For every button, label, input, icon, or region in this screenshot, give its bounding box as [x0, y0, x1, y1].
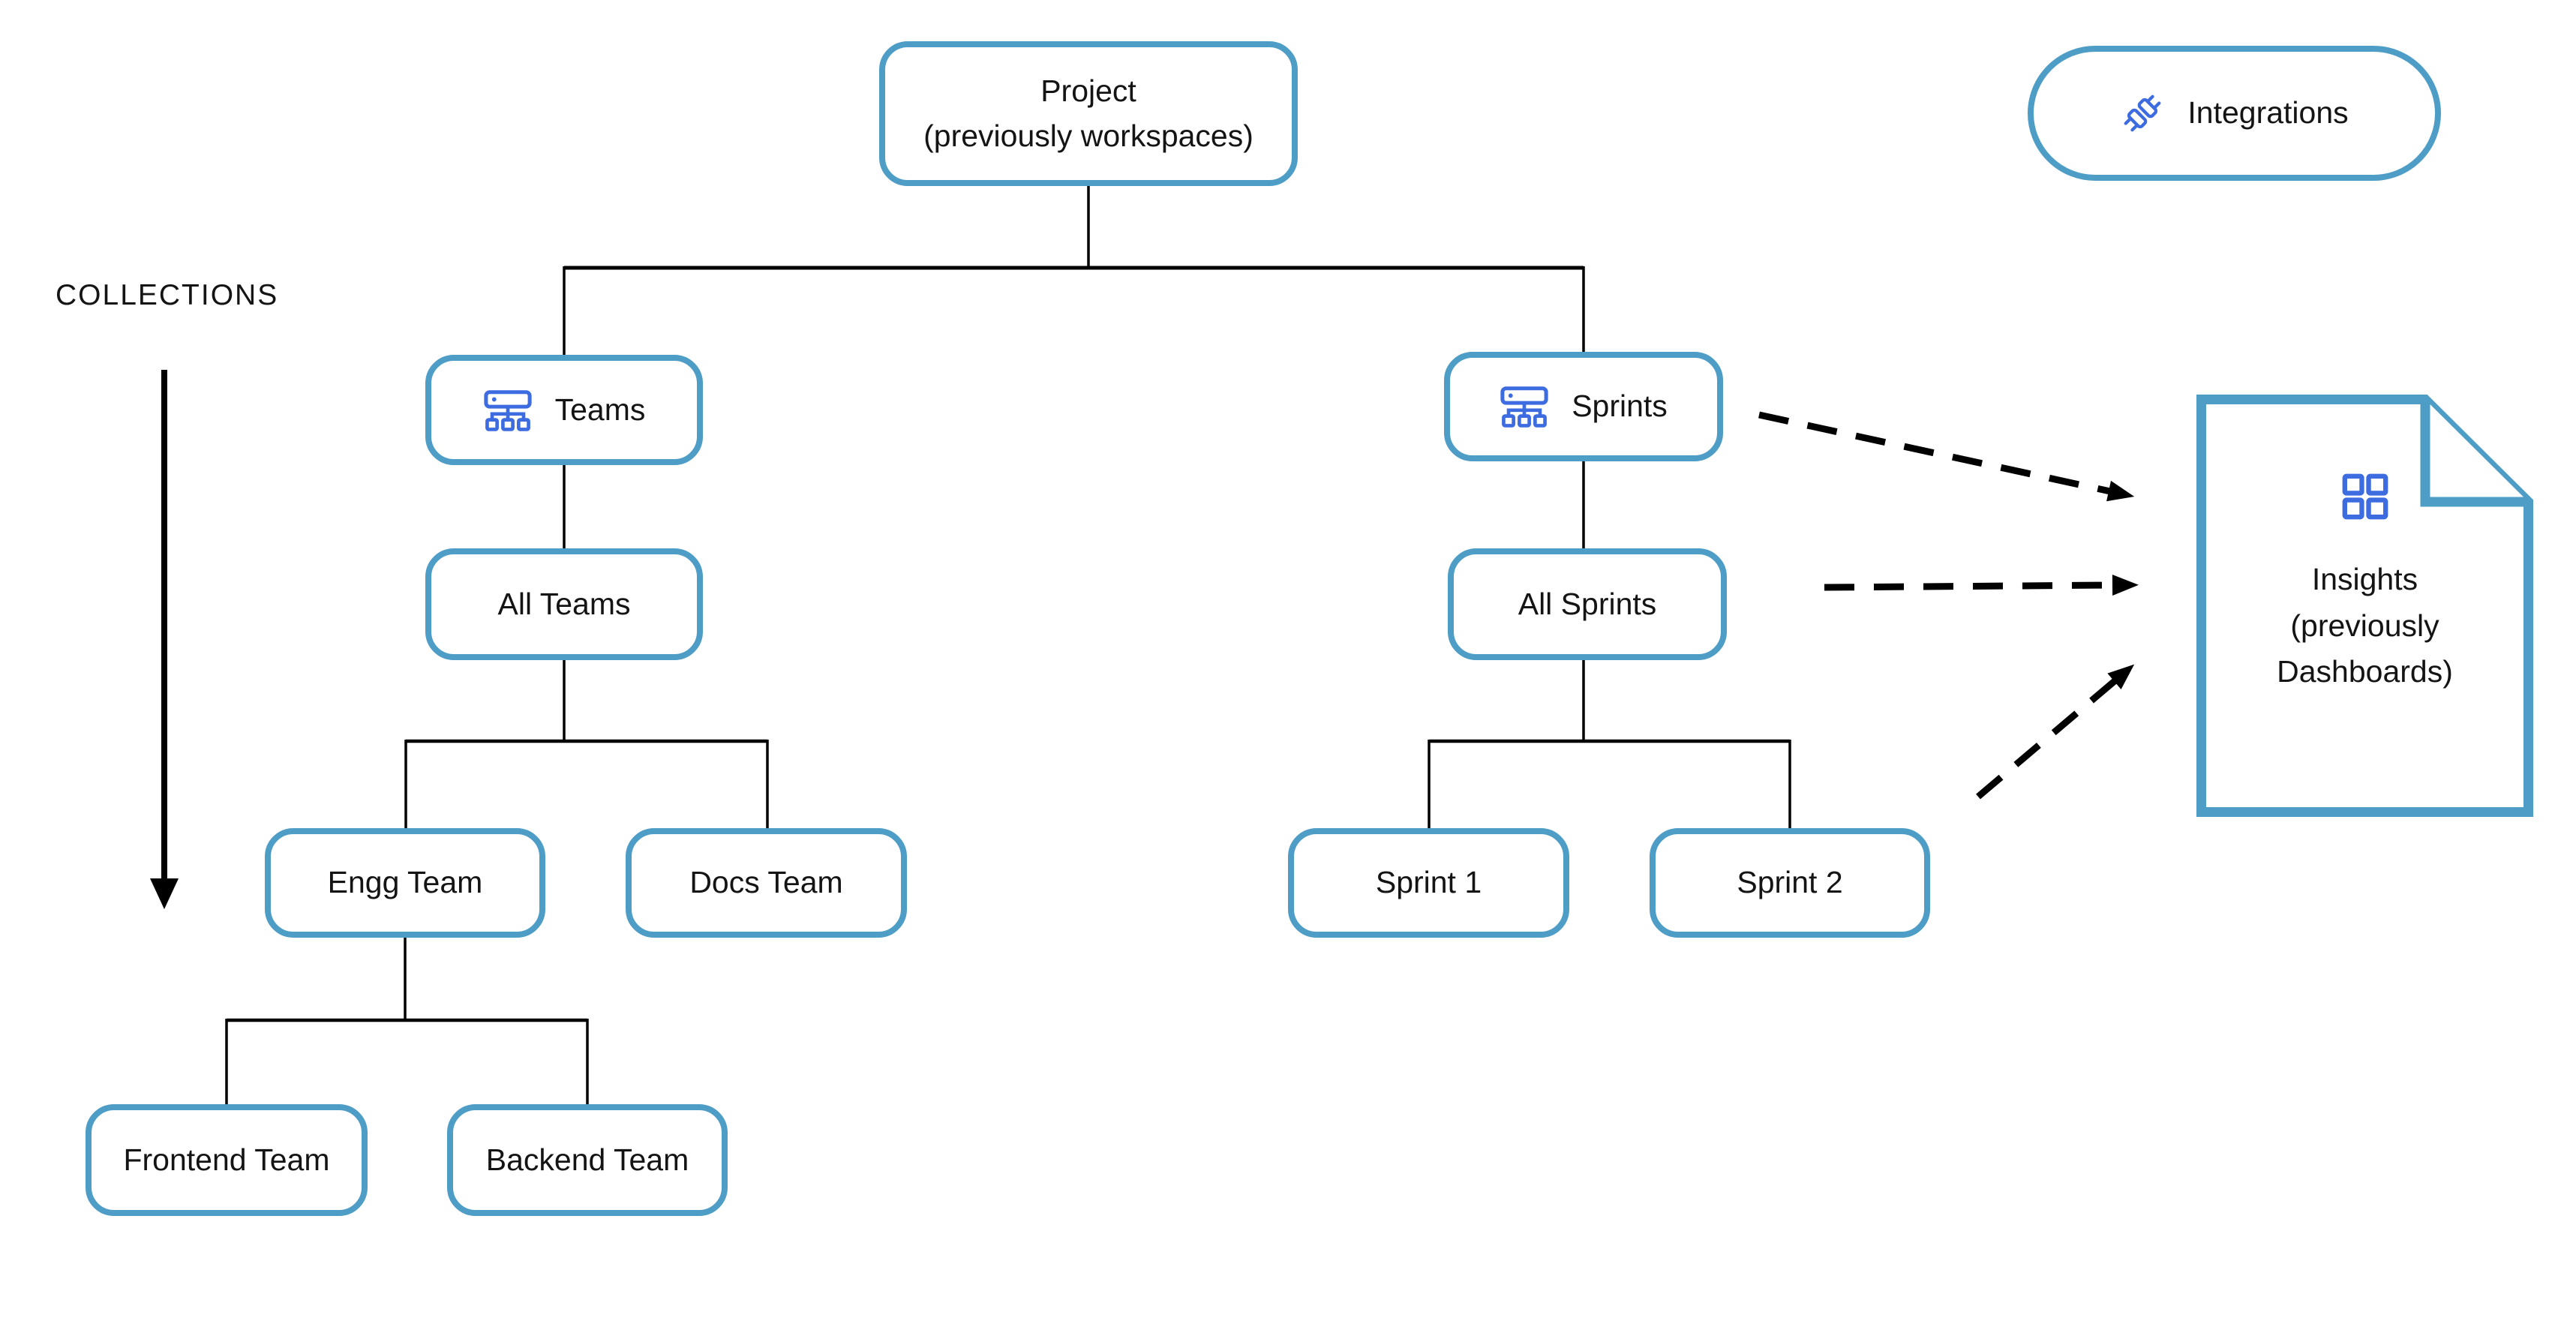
node-insights-document: Insights (previously Dashboards): [2196, 395, 2533, 817]
document-fold-corner: [2420, 399, 2529, 507]
node-all-teams: All Teams: [425, 548, 703, 660]
engg-team-label: Engg Team: [327, 865, 483, 900]
node-sprints: Sprints: [1444, 352, 1723, 461]
dashed-arrow-allsprints-to-insights: [1824, 575, 2139, 596]
sprint-2-label: Sprint 2: [1737, 865, 1843, 900]
dashed-arrow-sprints-to-insights: [1758, 411, 2135, 502]
document-shape: [2196, 395, 2533, 817]
node-sprint-2: Sprint 2: [1650, 828, 1930, 938]
sprints-label: Sprints: [1572, 389, 1668, 424]
sitemap-icon: [483, 389, 532, 431]
insights-content: Insights (previously Dashboards): [2196, 395, 2533, 817]
node-backend-team: Backend Team: [447, 1104, 728, 1216]
project-label: Project (previously workspaces): [923, 74, 1253, 153]
node-frontend-team: Frontend Team: [86, 1104, 368, 1216]
backend-team-label: Backend Team: [485, 1142, 689, 1177]
sprint-1-label: Sprint 1: [1375, 865, 1482, 900]
teams-label: Teams: [554, 392, 646, 427]
all-sprints-label: All Sprints: [1518, 586, 1657, 621]
node-docs-team: Docs Team: [626, 828, 907, 938]
sitemap-icon: [1500, 386, 1548, 428]
collections-label: COLLECTIONS: [56, 279, 279, 311]
docs-team-label: Docs Team: [689, 865, 843, 900]
insights-label: Insights (previously Dashboards): [2277, 562, 2453, 689]
integrations-label: Integrations: [2187, 95, 2349, 131]
all-teams-label: All Teams: [497, 586, 631, 621]
node-project: Project (previously workspaces): [879, 41, 1298, 186]
node-teams: Teams: [425, 355, 703, 465]
dashed-arrow-sprint2-to-insights: [1976, 664, 2135, 800]
node-sprint-1: Sprint 1: [1288, 828, 1569, 938]
frontend-team-label: Frontend Team: [123, 1142, 330, 1177]
node-all-sprints: All Sprints: [1448, 548, 1727, 660]
dashboard-grid-icon: [2342, 473, 2388, 520]
plugs-icon: [2124, 95, 2161, 132]
node-integrations: Integrations: [2028, 46, 2441, 181]
node-engg-team: Engg Team: [265, 828, 545, 938]
